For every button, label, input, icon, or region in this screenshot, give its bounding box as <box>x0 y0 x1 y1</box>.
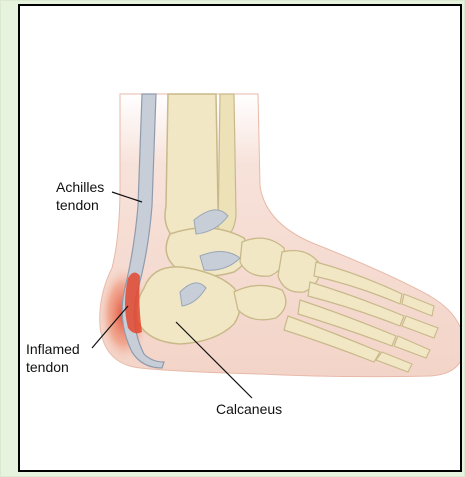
ankle-illustration: Achilles tendon Inflamed tendon Calcaneu… <box>20 6 460 470</box>
inflamed-label-line1: Inflamed <box>26 341 80 357</box>
calcaneus-label: Calcaneus <box>216 401 282 417</box>
achilles-label-line1: Achilles <box>56 179 104 195</box>
achilles-label-line2: tendon <box>56 197 99 213</box>
inflamed-label-line2: tendon <box>26 359 69 375</box>
navicular-bone <box>240 238 285 276</box>
illustration-panel: Achilles tendon Inflamed tendon Calcaneu… <box>18 4 462 472</box>
